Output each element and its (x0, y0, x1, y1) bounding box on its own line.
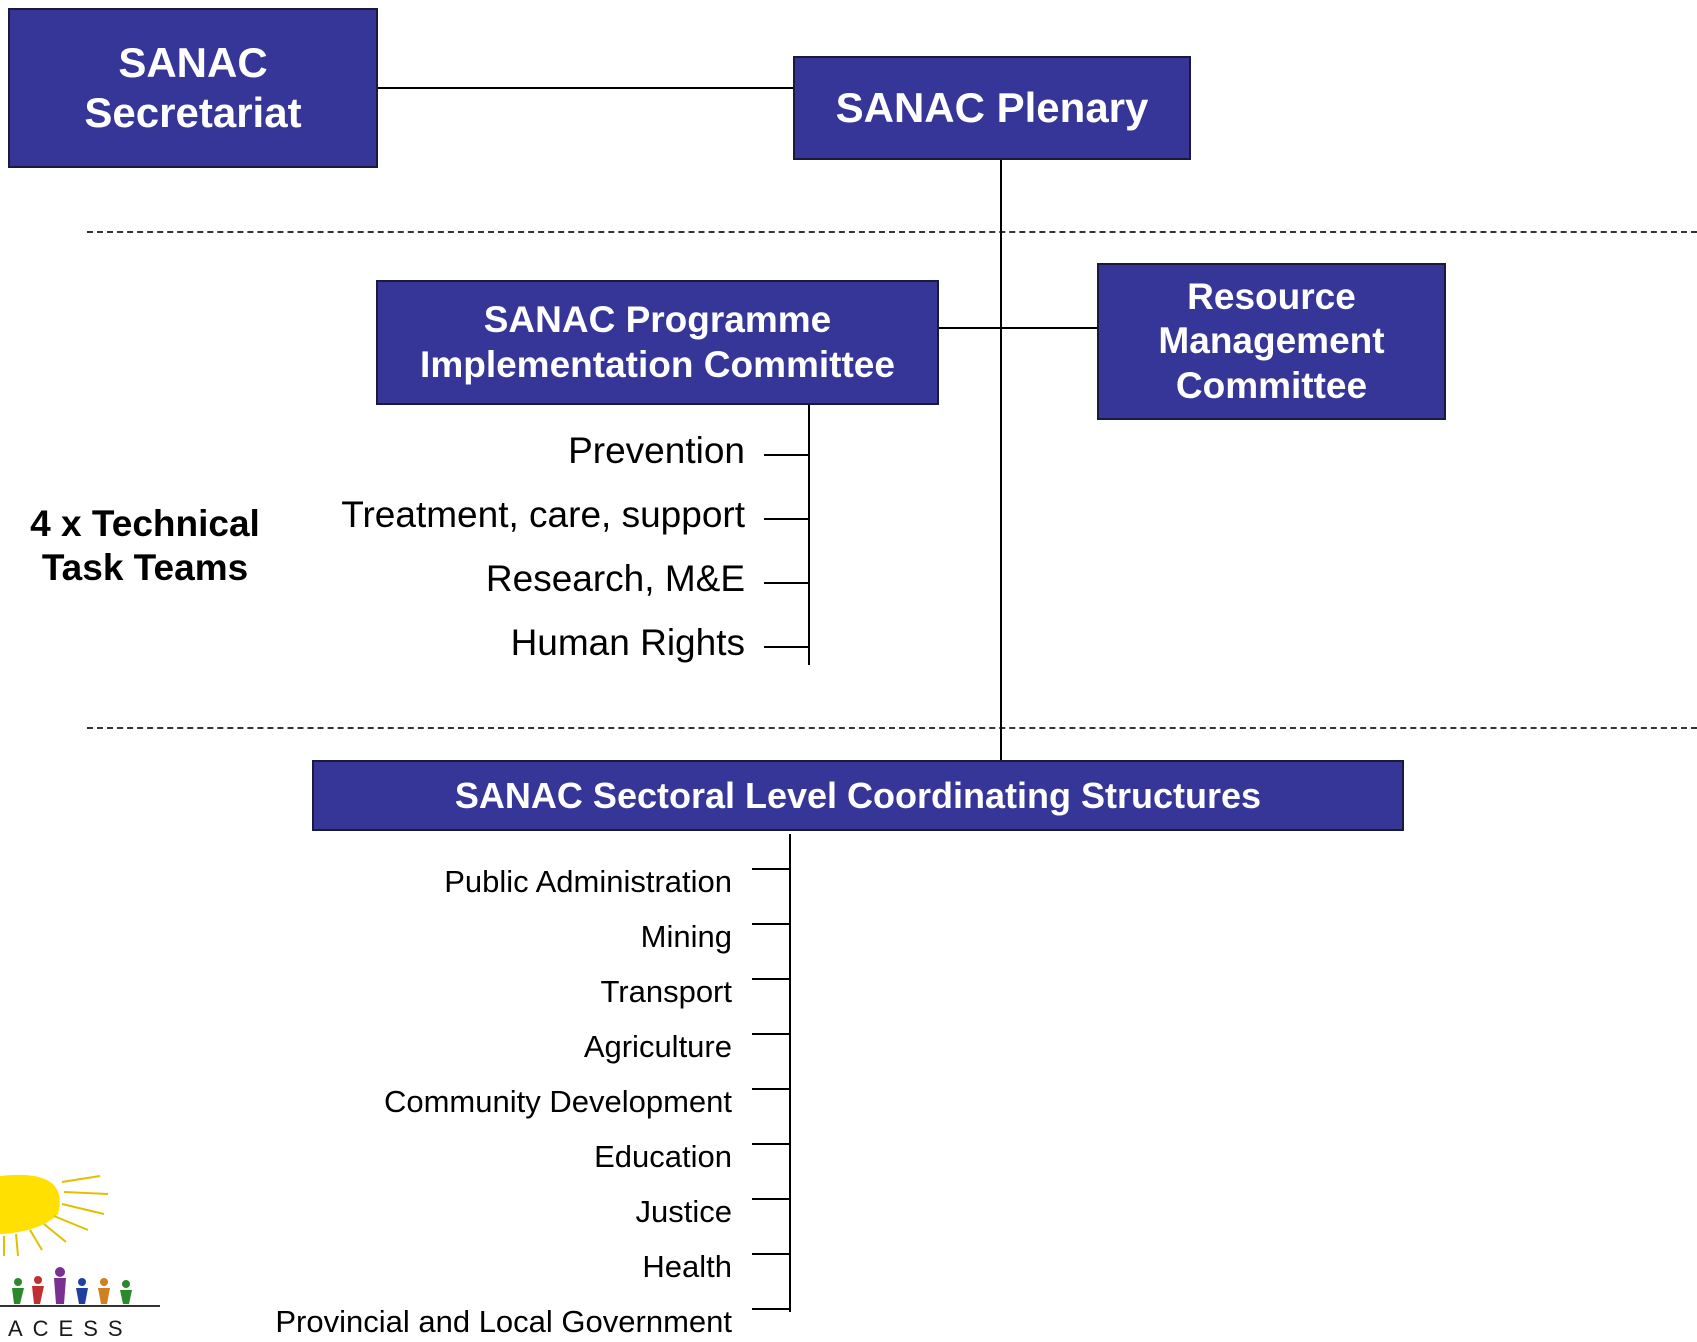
sector-label[interactable]: Agriculture (583, 1029, 732, 1064)
task-team-connector (764, 454, 810, 456)
connector-pic-rmc (938, 327, 1098, 329)
task-team-label[interactable]: Treatment, care, support (341, 494, 745, 535)
task-teams-title: 4 x Technical Task Teams (20, 502, 270, 591)
task-team-connector (764, 518, 810, 520)
separator-bottom (87, 727, 1697, 729)
sector-label[interactable]: Transport (600, 974, 732, 1009)
secretariat-line2: Secretariat (84, 89, 302, 136)
plenary-label: SANAC Plenary (835, 83, 1149, 131)
separator-top (87, 231, 1697, 233)
task-team-connector (764, 646, 810, 648)
sector-label[interactable]: Community Development (383, 1084, 732, 1119)
sector-label[interactable]: Justice (635, 1194, 732, 1229)
pic-box[interactable]: SANAC Programme Implementation Committee (376, 280, 939, 405)
sector-label[interactable]: Provincial and Local Government (275, 1304, 732, 1339)
sector-connector (752, 1253, 791, 1255)
rmc-line1: Resource (1187, 275, 1356, 317)
connector-plenary-trunk (1000, 160, 1002, 760)
task-team-label[interactable]: Prevention (568, 430, 745, 471)
secretariat-line1: SANAC (118, 38, 268, 86)
connector-secretariat-plenary (378, 87, 794, 89)
sectoral-box[interactable]: SANAC Sectoral Level Coordinating Struct… (312, 760, 1404, 831)
sector-label[interactable]: Health (642, 1249, 732, 1284)
pic-line1: SANAC Programme (483, 299, 832, 341)
sector-connector (752, 1033, 791, 1035)
rmc-line3: Committee (1175, 364, 1368, 406)
sector-label[interactable]: Public Administration (444, 864, 732, 899)
pic-line2: Implementation Committee (420, 343, 895, 385)
task-team-label[interactable]: Research, M&E (485, 558, 745, 599)
task-teams-title-line1: 4 x Technical (30, 503, 260, 544)
task-teams-title-line2: Task Teams (41, 547, 249, 589)
task-team-connector (764, 582, 810, 584)
people-icon (0, 1267, 160, 1307)
sector-connector (752, 978, 791, 980)
secretariat-box[interactable]: SANAC Secretariat (8, 8, 378, 168)
acess-logo (0, 1174, 160, 1307)
connector-task-teams-vertical (808, 405, 810, 665)
rmc-box[interactable]: Resource Management Committee (1097, 263, 1446, 420)
sector-connector (752, 1143, 791, 1145)
sector-connector (752, 868, 791, 870)
sectoral-label: SANAC Sectoral Level Coordinating Struct… (454, 774, 1262, 816)
sector-connector (752, 923, 791, 925)
sector-label[interactable]: Mining (640, 919, 732, 954)
sector-connector (752, 1088, 791, 1090)
plenary-box[interactable]: SANAC Plenary (793, 56, 1191, 160)
sector-connector (752, 1308, 791, 1310)
connector-sectors-vertical (789, 834, 791, 1312)
rmc-line2: Management (1158, 320, 1385, 362)
sun-icon (0, 1174, 109, 1257)
task-team-label[interactable]: Human Rights (510, 622, 745, 663)
sector-label[interactable]: Education (594, 1139, 732, 1174)
sector-connector (752, 1198, 791, 1200)
logo-text: ACESS (8, 1316, 133, 1341)
